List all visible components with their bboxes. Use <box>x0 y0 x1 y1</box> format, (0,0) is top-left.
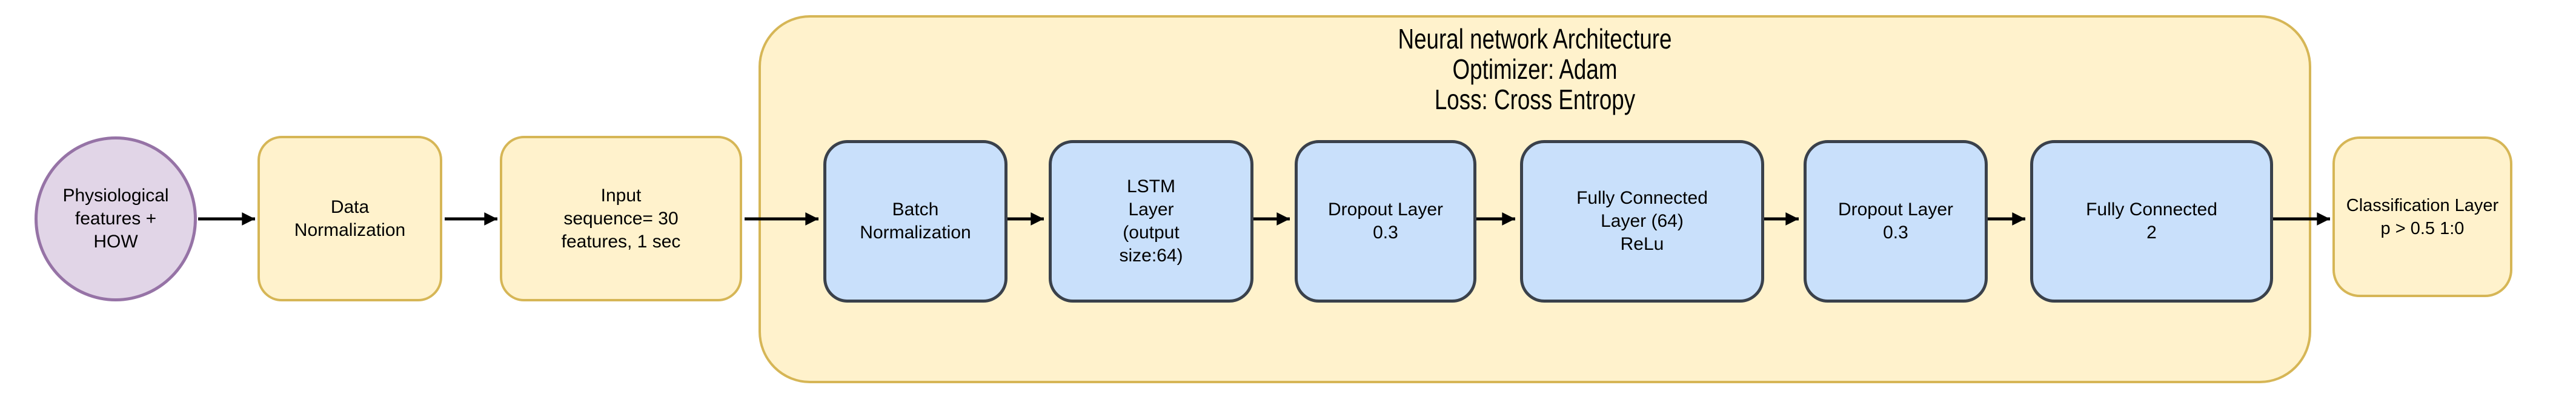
nn-architecture-title: Neural network Architecture Optimizer: A… <box>1398 23 1672 115</box>
classification-layer-node: Classification Layer p > 0.5 1:0 <box>2332 136 2512 297</box>
fully-connected-64-layer: Fully Connected Layer (64) ReLu <box>1520 140 1764 303</box>
input-sequence-node: Input sequence= 30 features, 1 sec <box>500 136 742 301</box>
physiological-features-node: Physiological features + HOW <box>35 136 197 301</box>
lstm-layer: LSTM Layer (output size:64) <box>1049 140 1253 303</box>
data-normalization-node: Data Normalization <box>257 136 442 301</box>
batch-normalization-layer: Batch Normalization <box>823 140 1007 303</box>
dropout-layer-2: Dropout Layer 0.3 <box>1804 140 1988 303</box>
fully-connected-2-layer: Fully Connected 2 <box>2030 140 2273 303</box>
dropout-layer-1: Dropout Layer 0.3 <box>1295 140 1476 303</box>
nn-architecture-container: Neural network Architecture Optimizer: A… <box>759 15 2311 383</box>
